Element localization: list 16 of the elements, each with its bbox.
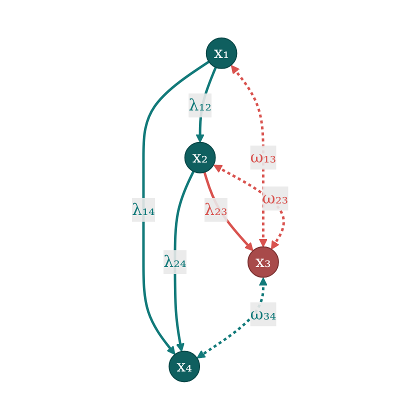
edge-label: ω₃₄ (250, 304, 276, 324)
edge-label: ω₁₃ (250, 148, 276, 167)
node-circle: x₃ (247, 246, 279, 278)
arrow (196, 66, 217, 143)
arrow (203, 172, 254, 252)
edge-label: λ₁₄ (132, 200, 155, 219)
node-circle: x₄ (168, 350, 200, 382)
arrow (142, 60, 210, 356)
node-circle: x₁ (206, 38, 238, 70)
edge-label: λ₁₂ (188, 96, 212, 115)
arrow (196, 277, 268, 359)
edge-label: ω₂₃ (262, 188, 288, 208)
edge-label: λ₂₃ (204, 200, 228, 219)
edge-label: λ₂₄ (163, 252, 186, 272)
node-circle: x₂ (184, 142, 216, 174)
arrow (174, 170, 195, 352)
